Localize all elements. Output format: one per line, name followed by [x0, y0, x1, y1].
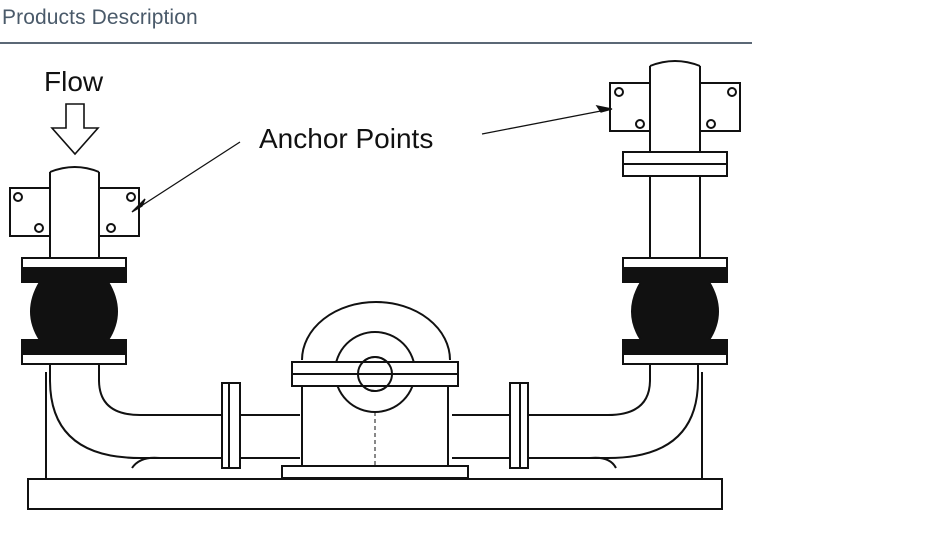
right-anchor-bracket — [609, 82, 741, 132]
left-elbow-pipe — [49, 364, 222, 459]
pump — [281, 301, 469, 479]
right-upper-flange — [622, 151, 728, 177]
section-title: Products Description — [2, 6, 198, 29]
section-header: Products Description — [0, 0, 752, 44]
pump-installation-diagram: Flow Anchor Points — [0, 46, 752, 536]
right-elbow-pipe — [528, 364, 699, 459]
flow-label: Flow — [44, 66, 104, 97]
base-platform — [27, 478, 723, 510]
left-anchor-bracket — [9, 187, 140, 237]
section-divider — [0, 42, 752, 44]
left-expansion-joint — [21, 257, 127, 365]
left-pipe-flange — [221, 382, 241, 469]
anchor-points-label: Anchor Points — [259, 123, 433, 154]
diagram-svg: Flow Anchor Points — [9, 60, 741, 510]
flow-arrow-icon — [50, 103, 100, 156]
right-expansion-joint — [622, 257, 728, 365]
anchor-point-arrows — [131, 105, 613, 213]
